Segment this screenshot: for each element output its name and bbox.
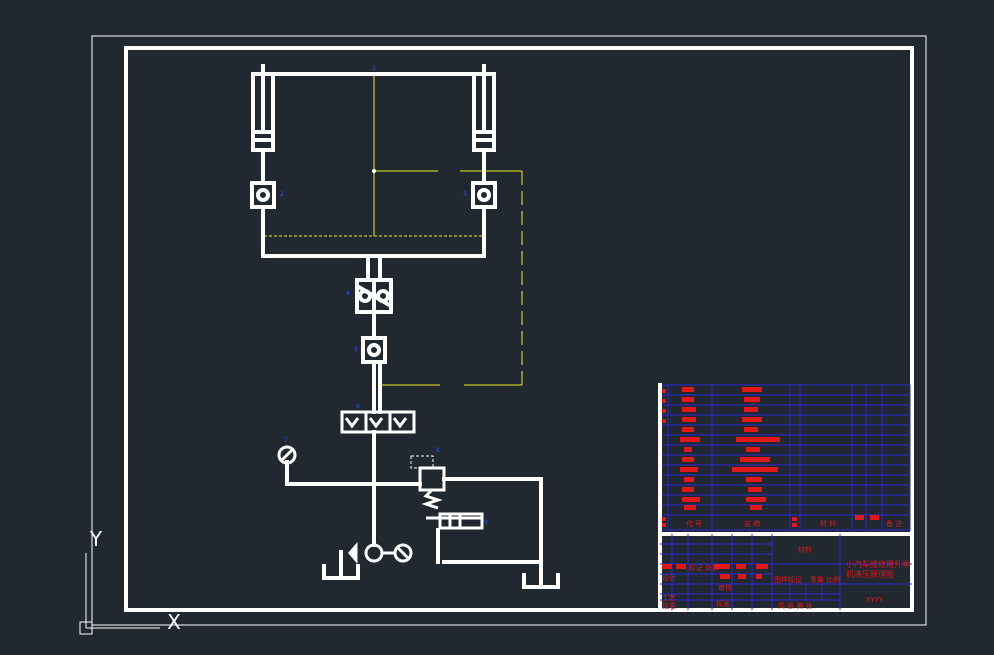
ucs-icon: Y X [79,527,181,635]
pilot-lines [264,72,523,386]
header-code: 代 号 [686,519,702,528]
svg-text:2: 2 [280,191,284,198]
svg-text:6: 6 [356,403,360,410]
approve-label: 批准 [662,601,676,610]
checker-label: 审核 [718,583,732,592]
drawing-frame [124,46,914,612]
right-check-valve[interactable] [471,181,497,209]
svg-text:1: 1 [372,65,376,72]
ucs-y-label: Y [89,527,103,551]
change-label: 标记 处数 [689,563,719,572]
sheet-info: 共 张 第 张 [778,601,813,610]
left-hydraulic-cylinder[interactable] [251,64,275,152]
svg-text:7: 7 [284,437,288,444]
header-name: 名 称 [744,519,760,528]
svg-text:8: 8 [436,447,440,454]
header-material: 材 料 [820,519,836,528]
process-label: 工艺 [662,594,676,602]
junction-dot [372,169,376,173]
svg-text:9: 9 [484,519,488,526]
left-check-valve[interactable] [250,181,276,209]
hydraulic-schematic: 1 2 3 4 5 6 7 8 9 [250,64,560,589]
header-remark: 备 注 [886,519,902,528]
parts-list-grid [659,384,911,531]
designer-label: 设计 [662,573,676,582]
weight-label: 重量 [810,576,824,584]
double-check-valve[interactable] [355,278,393,314]
directional-control-valve[interactable] [340,410,416,434]
drawing-title: 小汽车维修用升举机液压原理图 [846,560,910,579]
svg-text:3: 3 [463,191,467,198]
svg-text:5: 5 [354,346,358,353]
pressure-gauge[interactable] [277,445,297,465]
scale-label: 比例 [826,575,840,584]
stage-marks: 图样标记 [774,575,802,584]
title-block: 代 号 名 称 材 料 备 注 [658,383,912,610]
title-block-grid [660,534,912,610]
drawing-number: YYYY [865,596,884,604]
one-way-valve[interactable] [361,336,387,364]
pump-motor-unit[interactable] [348,541,413,565]
main-lines [260,72,560,589]
material-cell: 材料 [798,545,812,554]
paper-limit-border [91,35,927,626]
ucs-x-label: X [167,610,181,634]
right-hydraulic-cylinder[interactable] [472,64,496,152]
parts-list-entries [662,387,879,527]
relief-valve[interactable] [410,455,484,530]
svg-text:4: 4 [346,290,350,297]
standard-label: 标准 [716,599,730,608]
